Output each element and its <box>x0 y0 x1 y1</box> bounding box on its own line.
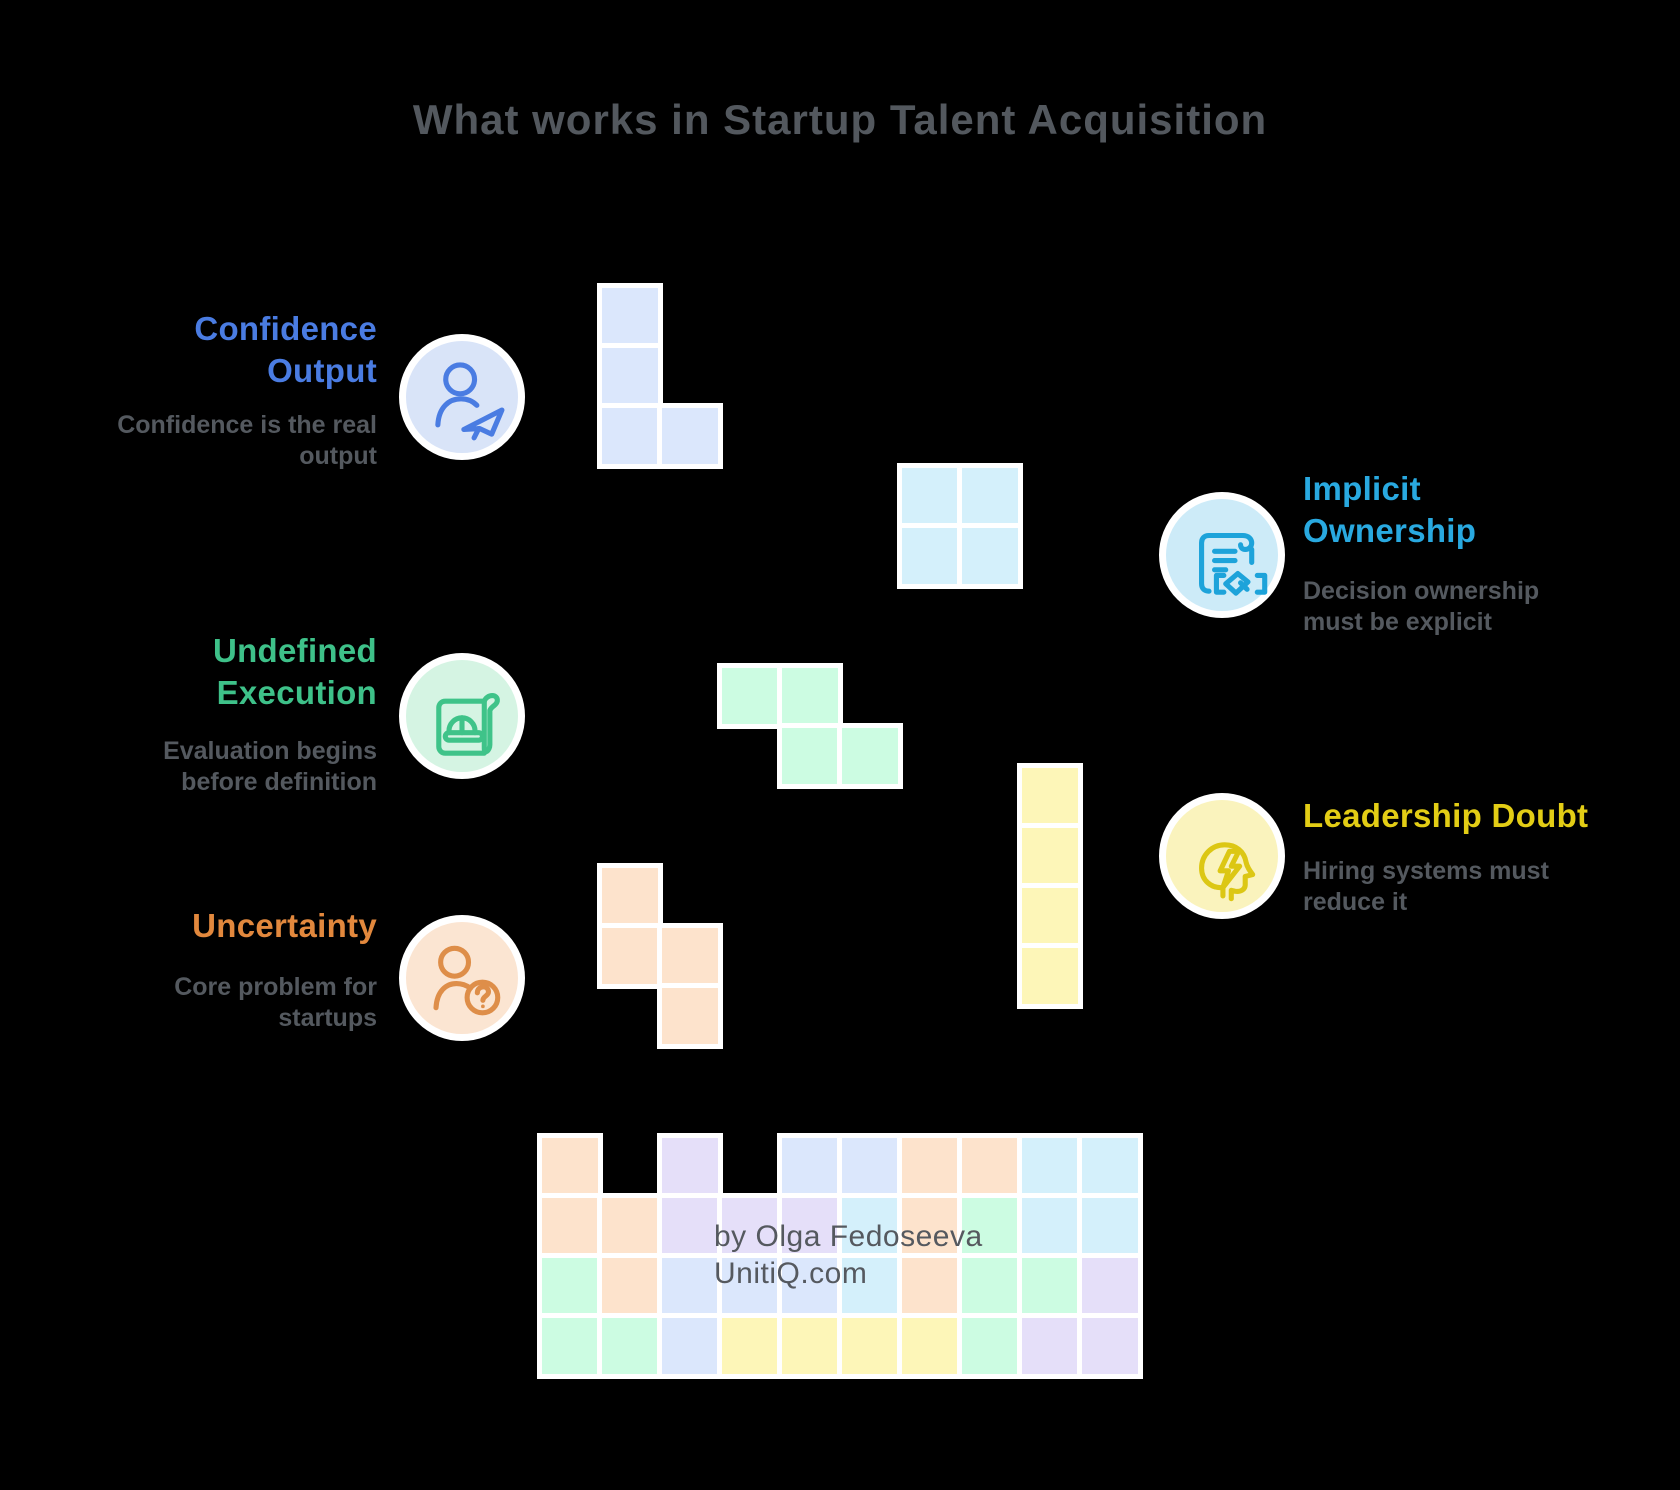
leadership-doubt-title: Leadership Doubt <box>1303 797 1589 834</box>
stack-block <box>842 1138 898 1194</box>
blueprint-hardhat-icon <box>436 693 500 756</box>
i-piece-block <box>1022 948 1078 1004</box>
stack-block <box>1082 1198 1138 1254</box>
stack-block <box>662 1138 718 1194</box>
confidence-output-icon-circle <box>399 334 525 460</box>
j-piece-block <box>602 348 658 404</box>
leadership-doubt-subtitle: Hiring systems must reduce it <box>1303 857 1549 916</box>
stack-block <box>602 1258 658 1314</box>
stack-block <box>722 1318 778 1374</box>
person-plane-icon <box>435 362 505 441</box>
s-piece-block <box>602 868 658 924</box>
stack-block <box>722 1198 778 1254</box>
s-piece-block <box>662 928 718 984</box>
stack-block <box>722 1258 778 1314</box>
stack-block <box>602 1318 658 1374</box>
stack-block <box>902 1258 958 1314</box>
stack-block <box>782 1258 838 1314</box>
stack-block <box>1022 1138 1078 1194</box>
stack-block <box>842 1198 898 1254</box>
head-lightning-icon <box>1199 842 1256 902</box>
undefined-execution-subtitle: Evaluation begins before definition <box>163 737 377 796</box>
stack-block <box>662 1198 718 1254</box>
stack-block <box>782 1198 838 1254</box>
z-piece-block <box>842 728 898 784</box>
uncertainty-subtitle: Core problem for startups <box>174 973 377 1032</box>
i-piece-block <box>1022 888 1078 944</box>
stack-block <box>782 1138 838 1194</box>
j-piece-block <box>602 288 658 344</box>
page-title: What works in Startup Talent Acquisition <box>412 96 1268 143</box>
uncertainty-icon-circle <box>399 915 525 1041</box>
stack-block <box>1022 1318 1078 1374</box>
person-question-icon <box>433 945 501 1016</box>
stack-block <box>602 1198 658 1254</box>
stack-block <box>1082 1318 1138 1374</box>
z-piece-block <box>782 668 838 724</box>
stack-block <box>962 1198 1018 1254</box>
stack-block <box>902 1318 958 1374</box>
confidence-output-title: Confidence Output <box>194 310 377 389</box>
stack-block <box>542 1138 598 1194</box>
stack-block <box>542 1258 598 1314</box>
implicit-ownership-subtitle: Decision ownership must be explicit <box>1303 577 1540 636</box>
s-piece-block <box>602 928 658 984</box>
attribution-text: by Olga Fedoseeva UnitiQ.com <box>714 1220 983 1290</box>
z-piece-block <box>722 668 778 724</box>
stack-block <box>902 1198 958 1254</box>
o-piece-block <box>962 528 1018 584</box>
undefined-execution-icon-circle <box>399 653 525 779</box>
o-piece-block <box>902 468 958 524</box>
stack-block <box>842 1258 898 1314</box>
stack-block <box>1082 1258 1138 1314</box>
o-piece-block <box>962 468 1018 524</box>
undefined-execution-title: Undefined Execution <box>212 632 377 711</box>
stack-block <box>962 1138 1018 1194</box>
s-piece-block <box>662 988 718 1044</box>
stack-block <box>662 1318 718 1374</box>
confidence-output-subtitle: Confidence is the real output <box>117 411 377 470</box>
stack-block <box>962 1318 1018 1374</box>
contract-handshake-icon <box>1199 532 1268 596</box>
stack-block <box>902 1138 958 1194</box>
o-piece-block <box>902 528 958 584</box>
stack-block <box>1022 1198 1078 1254</box>
stack-block <box>1022 1258 1078 1314</box>
stack-block <box>1082 1138 1138 1194</box>
i-piece-block <box>1022 768 1078 824</box>
stack-block <box>842 1318 898 1374</box>
stack-block <box>542 1198 598 1254</box>
implicit-ownership-icon-circle <box>1159 492 1285 618</box>
j-piece-block <box>602 408 658 464</box>
z-piece-block <box>782 728 838 784</box>
implicit-ownership-title: Implicit Ownership <box>1303 470 1477 549</box>
j-piece-block <box>662 408 718 464</box>
stack-block <box>542 1318 598 1374</box>
stack-block <box>962 1258 1018 1314</box>
leadership-doubt-icon-circle <box>1159 793 1285 919</box>
stack-block <box>662 1258 718 1314</box>
uncertainty-title: Uncertainty <box>192 907 377 944</box>
stack-block <box>782 1318 838 1374</box>
i-piece-block <box>1022 828 1078 884</box>
